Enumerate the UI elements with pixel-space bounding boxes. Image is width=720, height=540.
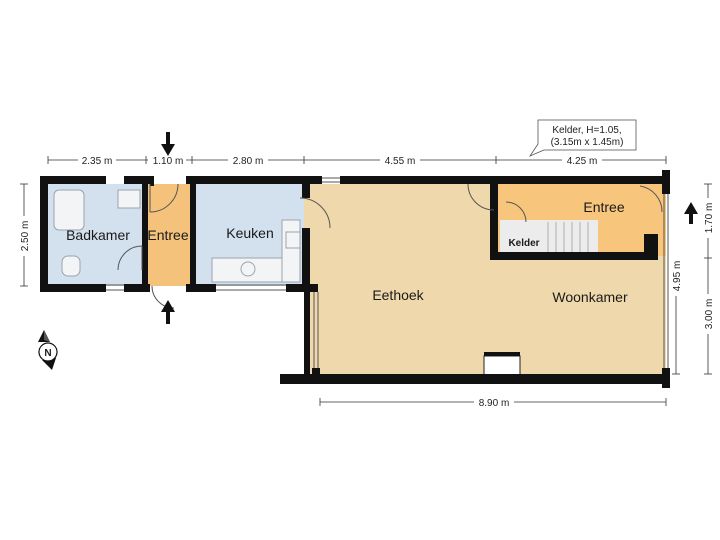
room-label-keuken: Keuken	[226, 225, 273, 241]
room-floors	[48, 184, 666, 380]
room-label-badkamer: Badkamer	[66, 227, 130, 243]
dimension-right-lower: 3.00 m	[704, 299, 715, 330]
kitchen-counter-right	[281, 219, 301, 283]
doors	[117, 183, 663, 309]
dimension-label-bgs	[17, 153, 715, 409]
dimension-top-eethoek: 4.55 m	[385, 156, 416, 167]
windows	[106, 177, 669, 368]
callout-line1: Kelder, H=1.05,	[552, 125, 621, 136]
dimension-top-entree: 1.10 m	[153, 156, 184, 167]
dimension-top-badkamer: 2.35 m	[82, 156, 113, 167]
dimension-top-keuken: 2.80 m	[233, 156, 264, 167]
dimension-top-woonkamer: 4.25 m	[567, 156, 598, 167]
compass-label: N	[44, 348, 51, 359]
walls	[40, 170, 670, 388]
room-label-entree-left: Entree	[147, 227, 188, 243]
room-label-woonkamer: Woonkamer	[552, 289, 628, 305]
dimension-right-upper: 1.70 m	[704, 203, 715, 234]
room-label-kelder: Kelder	[508, 238, 539, 249]
stove	[285, 231, 301, 249]
bathtub	[53, 189, 85, 231]
room-label-entree-right: Entree	[583, 199, 624, 215]
fireplace	[483, 355, 521, 377]
kelder-stairs	[500, 220, 598, 254]
entree-left-floor	[146, 184, 192, 286]
fixtures	[53, 189, 521, 377]
kitchen-sink	[240, 261, 256, 277]
kelder-callout: Kelder, H=1.05, (3.15m x 1.45m)	[528, 119, 637, 157]
stair-treads	[547, 222, 589, 254]
entrance-arrow-top-icon	[161, 132, 175, 156]
entrance-arrow-bottom-icon	[161, 300, 175, 324]
dimension-bottom-width: 8.90 m	[479, 398, 510, 409]
compass-icon: N	[38, 330, 58, 370]
entrance-arrow-right-icon	[684, 202, 698, 224]
callout-line2: (3.15m x 1.45m)	[551, 137, 624, 148]
toilet	[61, 255, 81, 277]
room-label-eethoek: Eethoek	[372, 287, 424, 303]
dimension-left-height: 2.50 m	[20, 221, 31, 252]
sink-unit	[117, 189, 141, 209]
dimension-right-inner: 4.95 m	[672, 261, 683, 292]
